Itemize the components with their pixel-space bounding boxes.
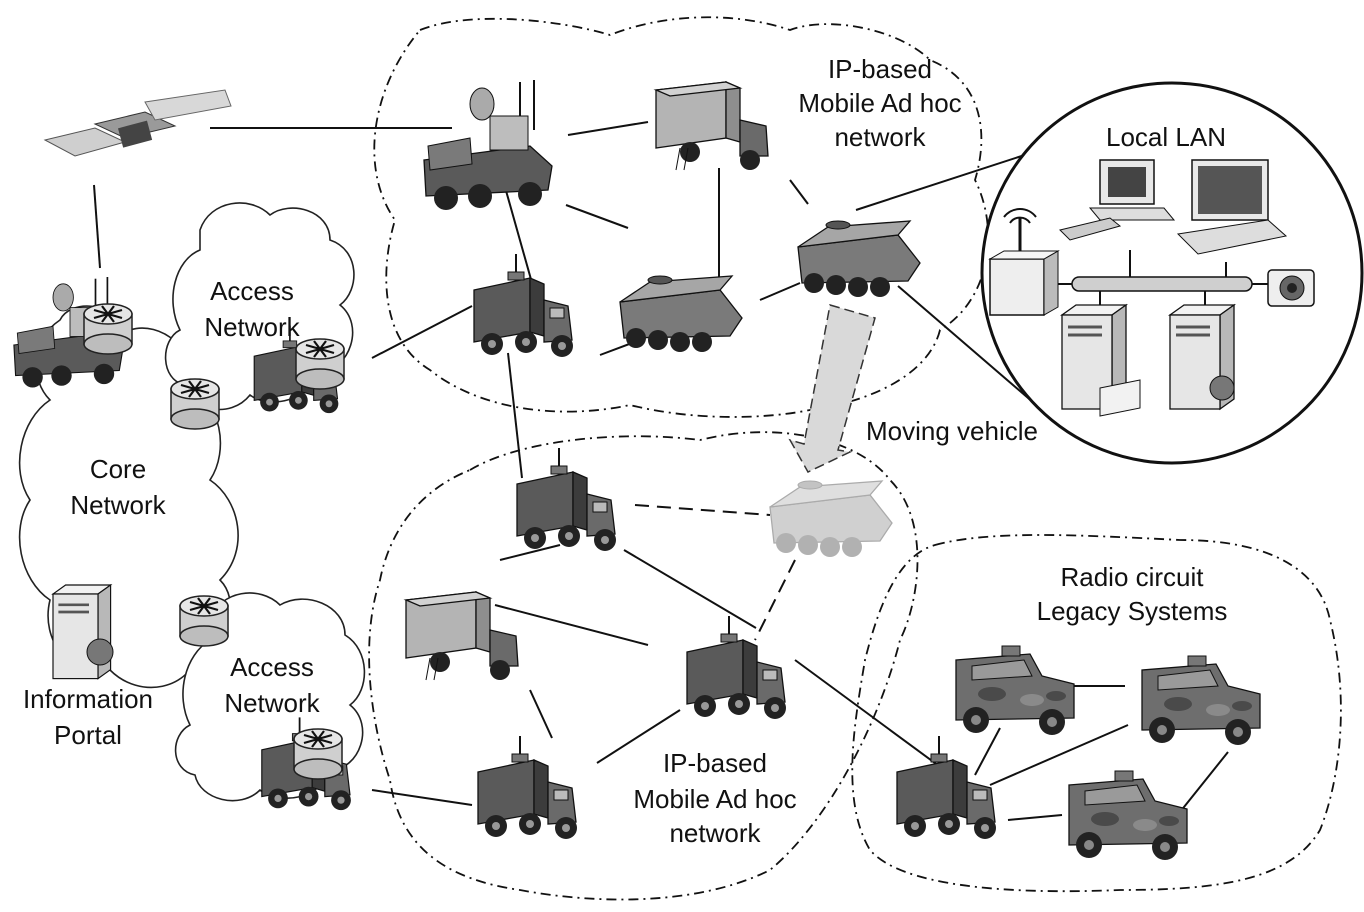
shelter-truck-top-icon — [655, 81, 769, 171]
mobile-adhoc-bottom-line1: IP-based — [663, 748, 767, 778]
moving-vehicle-arrow — [788, 304, 876, 473]
radio-legacy-region — [851, 534, 1342, 893]
access-network-bottom-line1: Access — [230, 652, 314, 682]
apc-ghost-icon — [769, 480, 893, 558]
apc-top-right-icon — [797, 220, 921, 298]
core-router-bottom-icon — [178, 594, 230, 648]
truck-bottom-top-icon — [516, 447, 617, 552]
camera-icon — [1267, 269, 1315, 307]
truck-bottom-middle-icon — [686, 615, 787, 720]
apc-top-middle-icon — [619, 275, 743, 353]
access-network-top-line2: Network — [204, 312, 300, 342]
access-bottom-router-icon — [292, 727, 344, 781]
laptop-icon — [1176, 159, 1288, 255]
lan-globe-icon — [1209, 375, 1235, 401]
lan-contents — [988, 159, 1315, 417]
truck-legacy-icon — [896, 735, 997, 840]
radar-truck-icon — [423, 79, 553, 211]
access-network-bottom-line2: Network — [224, 688, 320, 718]
core-router-icon — [82, 302, 134, 356]
moving-vehicle-label: Moving vehicle — [866, 416, 1038, 446]
mobile-adhoc-bottom-line2: Mobile Ad hoc — [633, 784, 796, 814]
information-portal-line1: Information — [23, 684, 153, 714]
mobile-adhoc-top-region — [373, 16, 990, 418]
access-point-icon — [988, 208, 1060, 316]
information-portal-line2: Portal — [54, 720, 122, 750]
truck-bottom-left-icon — [477, 735, 578, 840]
mobile-adhoc-top-line1: IP-based — [828, 54, 932, 84]
humvee-2-icon — [1141, 655, 1261, 746]
mobile-adhoc-bottom-line3: network — [669, 818, 761, 848]
humvee-3-icon — [1068, 770, 1188, 861]
radio-circuit-line2: Legacy Systems — [1037, 596, 1228, 626]
desktop-computer-icon — [1059, 159, 1176, 241]
core-network-line1: Core — [90, 454, 146, 484]
access-network-top-line1: Access — [210, 276, 294, 306]
truck-top-left-icon — [473, 253, 574, 358]
core-network-line2: Network — [70, 490, 166, 520]
local-lan-label: Local LAN — [1106, 122, 1226, 152]
envelope-icon — [1099, 379, 1141, 417]
radio-circuit-line1: Radio circuit — [1060, 562, 1204, 592]
globe-icon — [86, 638, 114, 666]
shelter-truck-bottom-icon — [405, 591, 519, 681]
access-top-router2-icon — [294, 337, 346, 391]
humvee-1-icon — [955, 645, 1075, 736]
satellite-icon — [43, 89, 232, 157]
mobile-adhoc-top-line3: network — [834, 122, 926, 152]
access-top-router-icon — [169, 377, 221, 431]
mobile-adhoc-top-line2: Mobile Ad hoc — [798, 88, 961, 118]
